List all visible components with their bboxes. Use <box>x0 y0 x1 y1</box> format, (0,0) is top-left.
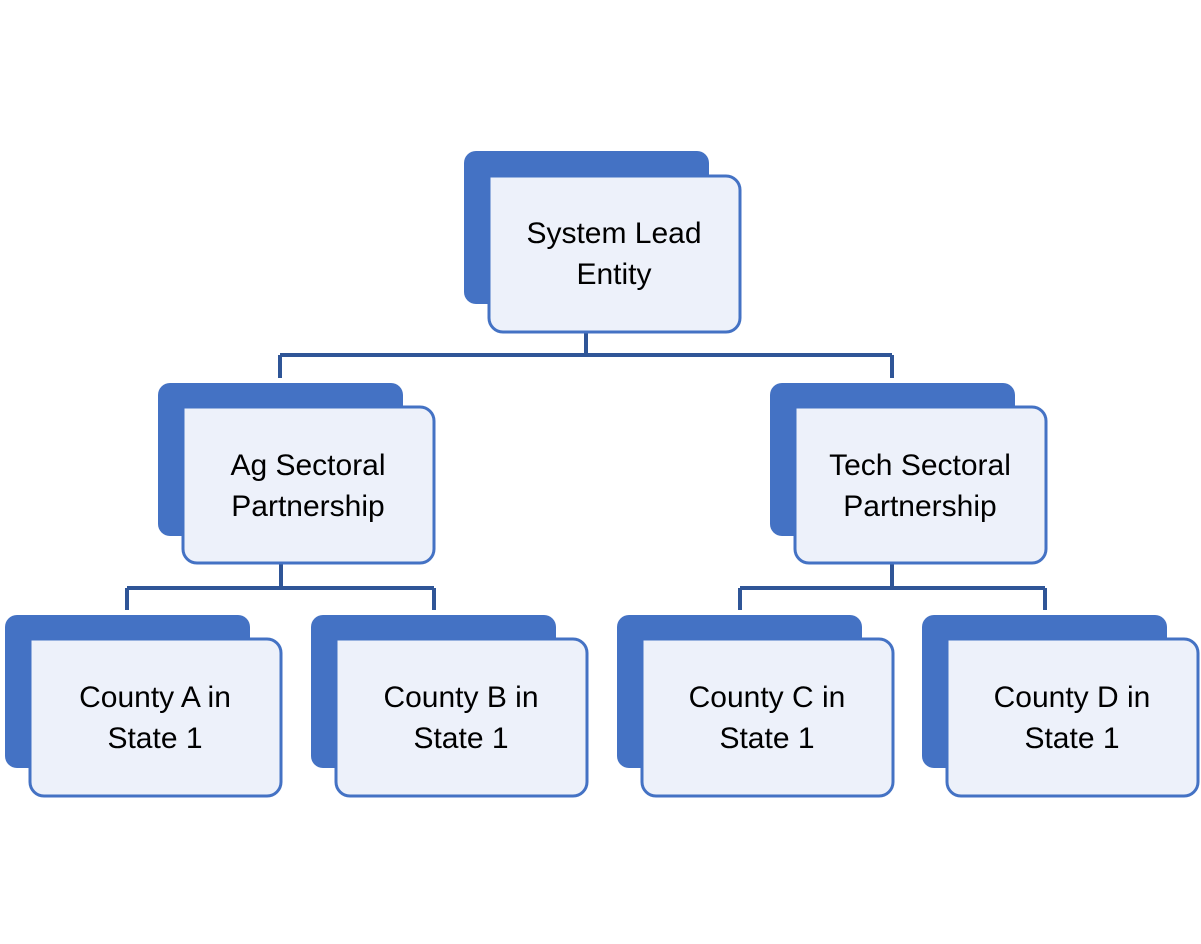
node-label-line1: System Lead <box>526 217 701 250</box>
node-label-line2: State 1 <box>719 722 814 755</box>
node-label-line1: Tech Sectoral <box>829 449 1011 482</box>
node-label-line1: County A in <box>79 681 231 714</box>
node-overlap <box>796 408 1015 536</box>
node-county-c: County C in State 1 <box>617 615 895 798</box>
node-county-b: County B in State 1 <box>311 615 589 798</box>
node-label-line2: Partnership <box>843 490 996 523</box>
node-label-line2: State 1 <box>413 722 508 755</box>
node-county-a: County A in State 1 <box>5 615 283 798</box>
node-overlap <box>184 408 403 536</box>
node-label-line2: Entity <box>576 258 651 291</box>
node-overlap <box>337 640 556 768</box>
node-label-line1: County D in <box>994 681 1151 714</box>
connectors <box>125 312 1047 610</box>
node-overlap <box>948 640 1167 768</box>
node-label-line1: County B in <box>383 681 538 714</box>
node-ag-sectoral-partnership: Ag Sectoral Partnership <box>158 383 436 565</box>
node-overlap <box>490 177 709 304</box>
node-label-line2: State 1 <box>1024 722 1119 755</box>
node-label-line2: Partnership <box>231 490 384 523</box>
node-overlap <box>31 640 250 768</box>
node-label-line1: County C in <box>689 681 846 714</box>
node-label-line1: Ag Sectoral <box>230 449 385 482</box>
node-overlap <box>643 640 862 768</box>
node-county-d: County D in State 1 <box>922 615 1200 798</box>
node-tech-sectoral-partnership: Tech Sectoral Partnership <box>770 383 1048 565</box>
node-system-lead-entity: System Lead Entity <box>464 151 742 334</box>
node-label-line2: State 1 <box>107 722 202 755</box>
